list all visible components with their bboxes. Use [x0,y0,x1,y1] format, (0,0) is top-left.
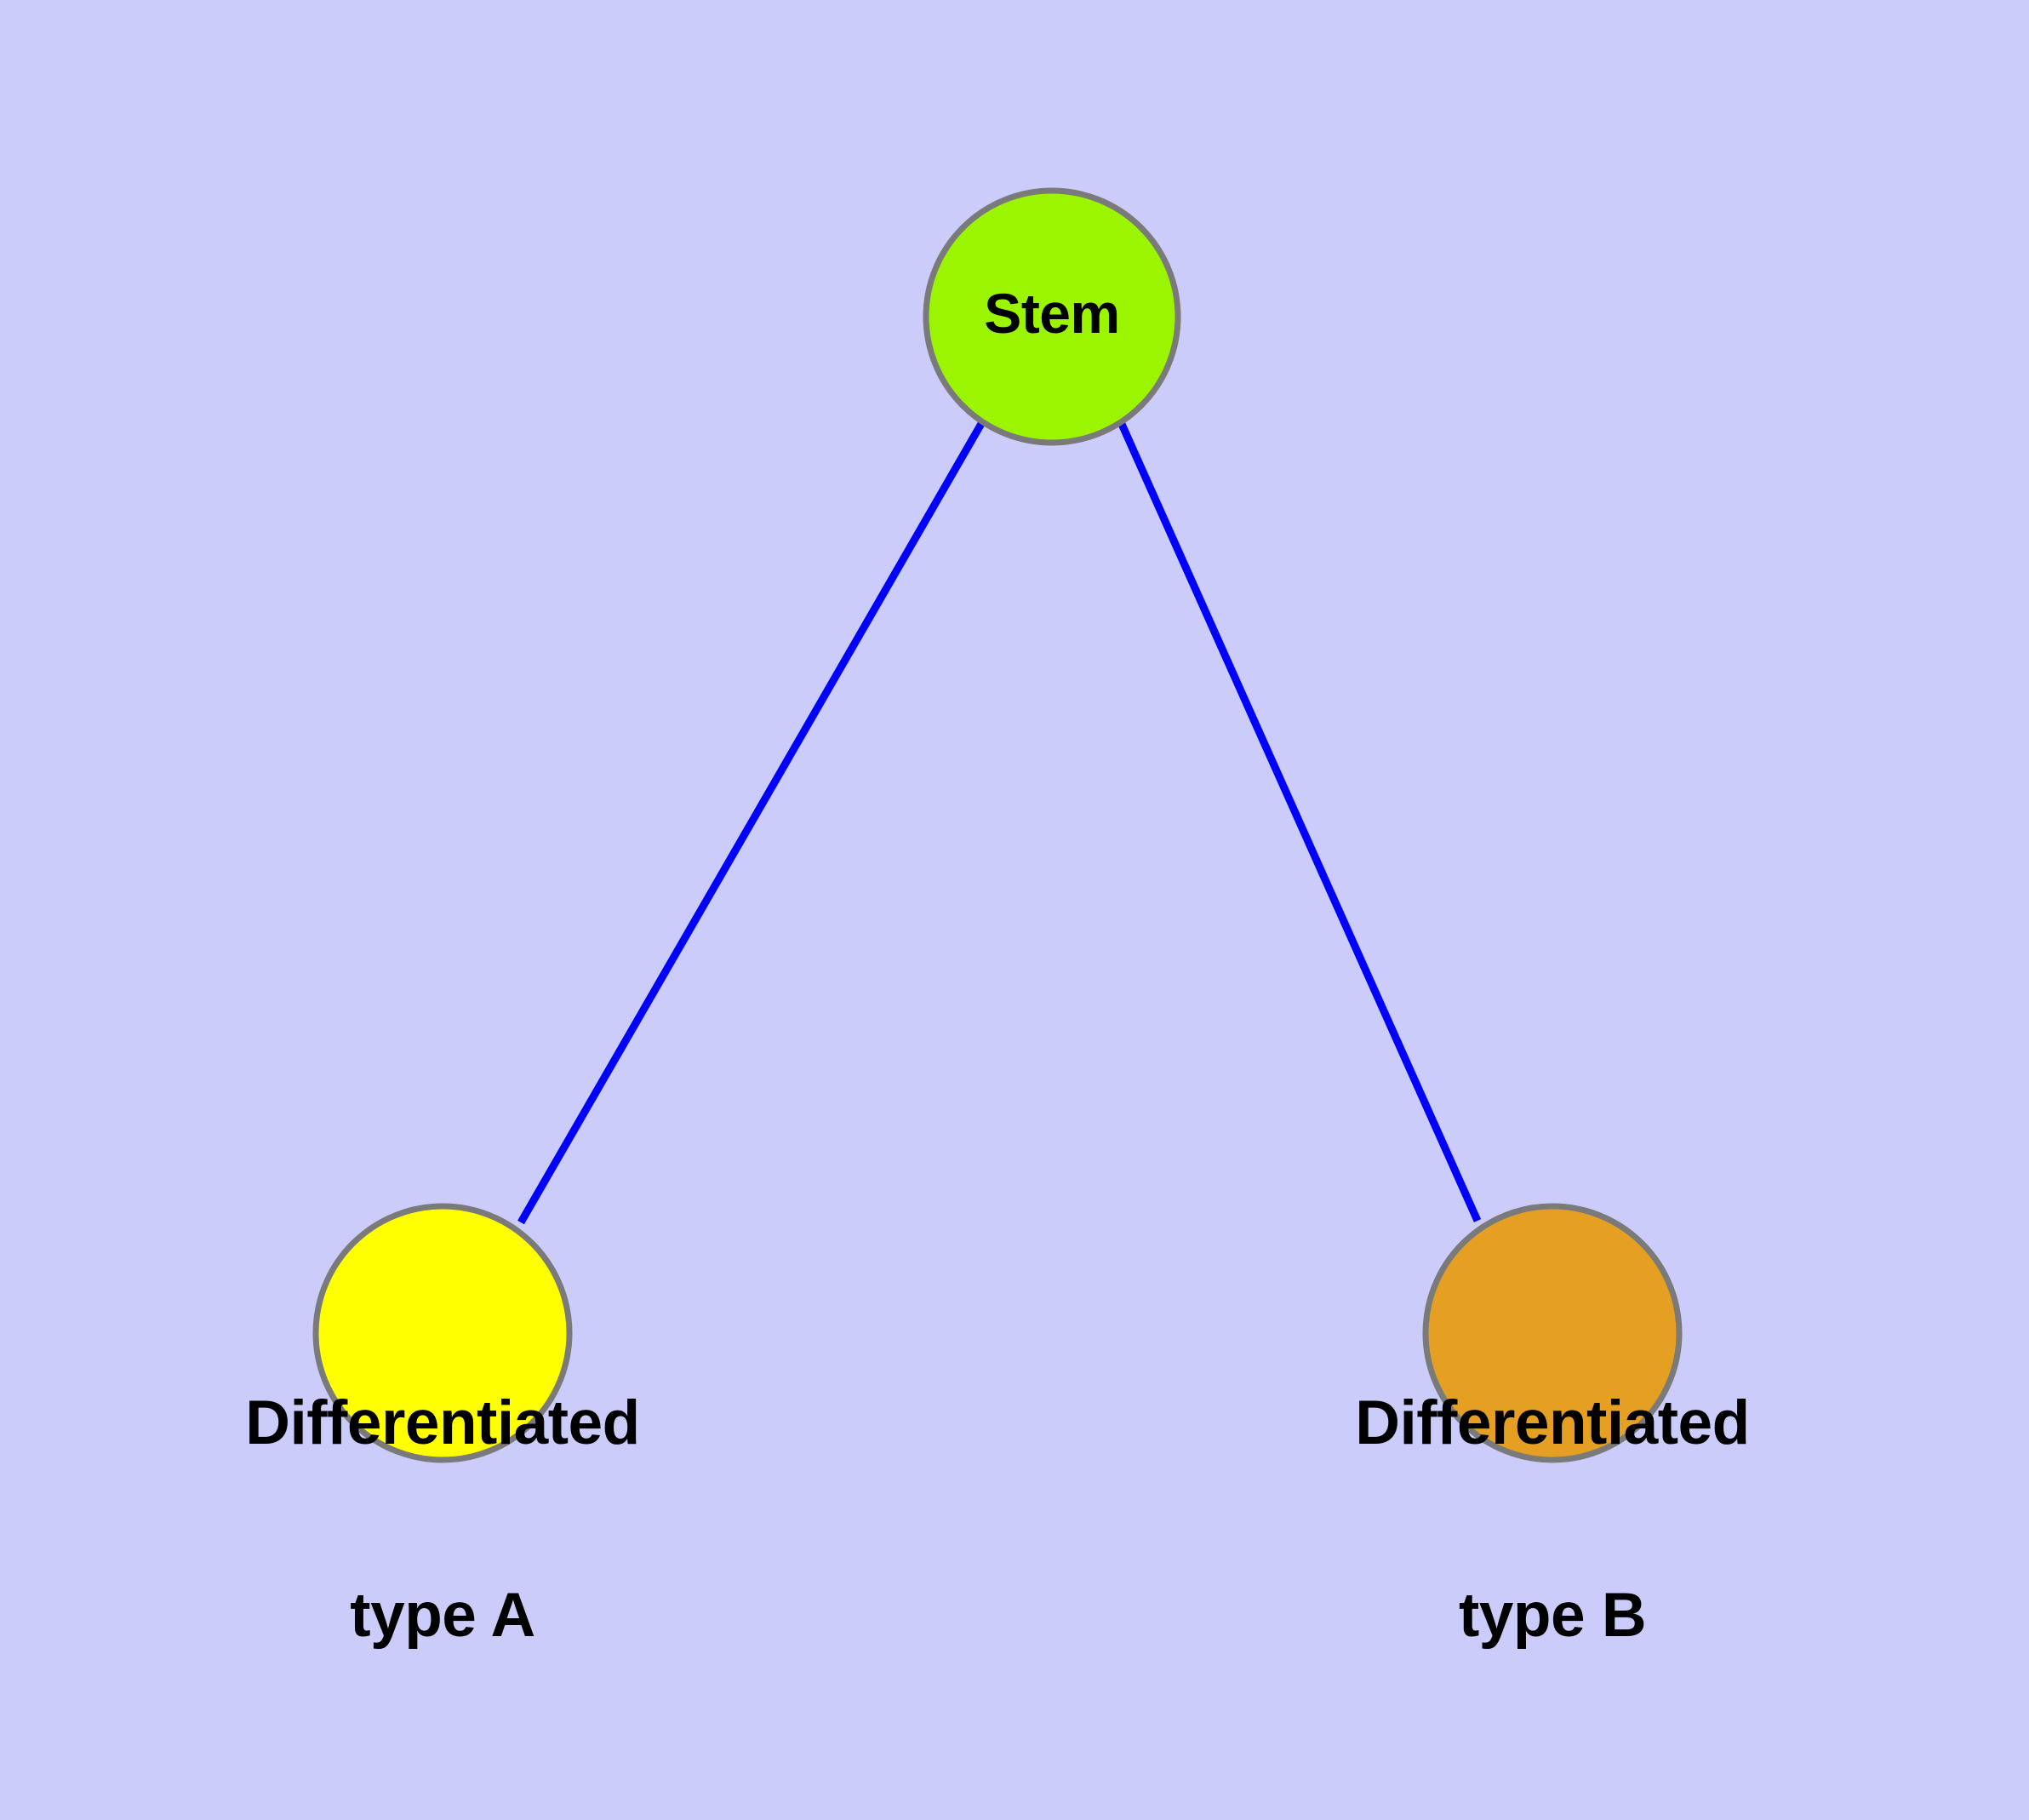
edge-stem-to-diff-b[interactable] [1117,421,1482,1222]
node-layer [312,187,1683,1463]
edge-layer [517,420,1482,1225]
node-diff-a[interactable] [312,1203,573,1463]
node-diff-b[interactable] [1422,1203,1683,1463]
edge-stem-to-diff-a[interactable] [517,420,986,1225]
node-stem[interactable] [923,187,1181,446]
